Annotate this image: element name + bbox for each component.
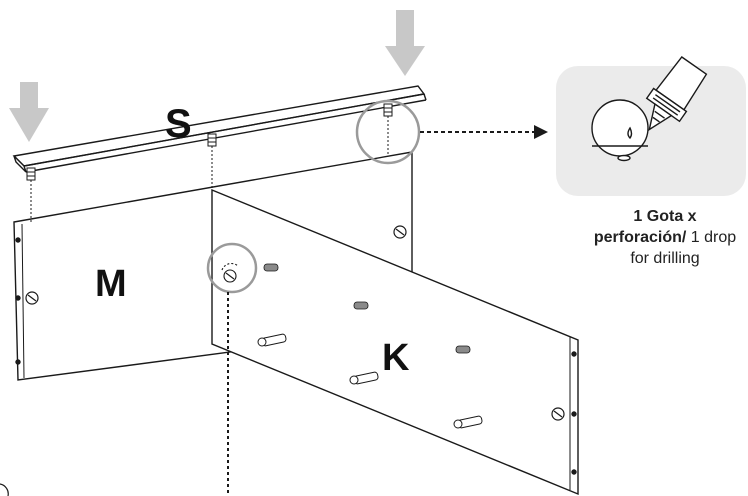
dowel-icon [207, 133, 217, 147]
edge-mark [0, 483, 9, 496]
dowel-icon [453, 415, 483, 429]
glue-bottle-icon [591, 56, 708, 162]
caption-regular: 1 drop for drilling [630, 229, 737, 267]
cam-lock-icon [25, 291, 39, 305]
down-arrow-icon [385, 10, 425, 76]
label-m: M [95, 263, 127, 305]
label-k: K [382, 337, 410, 379]
inset-box [556, 66, 746, 196]
cam-slot [455, 345, 471, 354]
glue-caption: 1 Gota x perforación/ 1 drop for drillin… [590, 206, 740, 269]
cam-slot [353, 301, 369, 310]
dowel-icon [257, 333, 287, 347]
shelf-s [12, 85, 427, 173]
rotate-icon [221, 262, 239, 283]
dowel-icon [26, 167, 36, 181]
caption-bold: 1 Gota x perforación/ [593, 208, 697, 246]
cam-lock-icon [393, 225, 407, 239]
detail-circle [355, 99, 421, 165]
dowel-icon [349, 371, 379, 385]
cam-lock-icon [551, 407, 565, 421]
down-arrow-icon [9, 82, 49, 142]
cam-slot [263, 263, 279, 272]
label-s: S [165, 102, 192, 146]
dowel-icon [383, 103, 393, 117]
arrow-head [534, 125, 548, 139]
panel-k [211, 188, 579, 496]
detail-circle [206, 242, 258, 294]
